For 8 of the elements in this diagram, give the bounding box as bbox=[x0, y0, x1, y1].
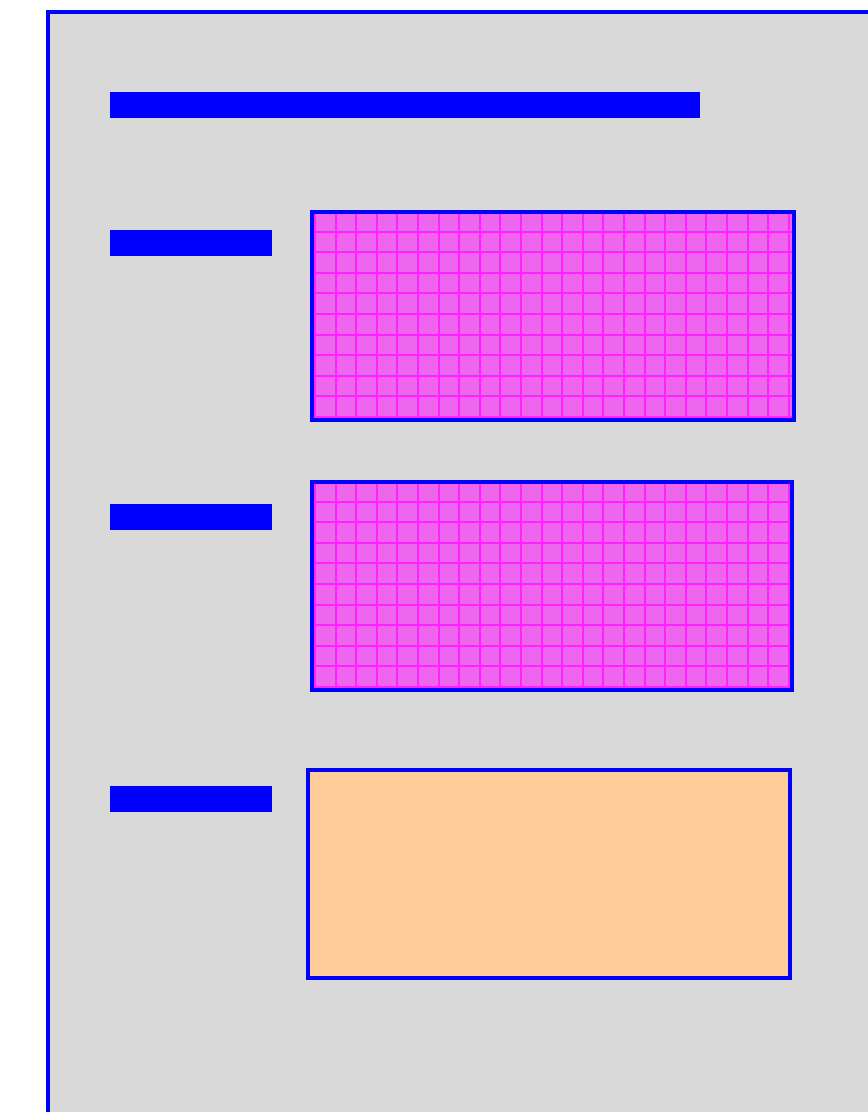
grid-panel bbox=[310, 480, 794, 692]
placeholder-bar bbox=[110, 230, 272, 256]
placeholder-bar bbox=[110, 504, 272, 530]
content-panel bbox=[306, 768, 792, 980]
grid-panel bbox=[310, 210, 796, 422]
page-panel bbox=[46, 10, 868, 1112]
placeholder-bar bbox=[110, 786, 272, 812]
heading-bar bbox=[110, 92, 700, 118]
